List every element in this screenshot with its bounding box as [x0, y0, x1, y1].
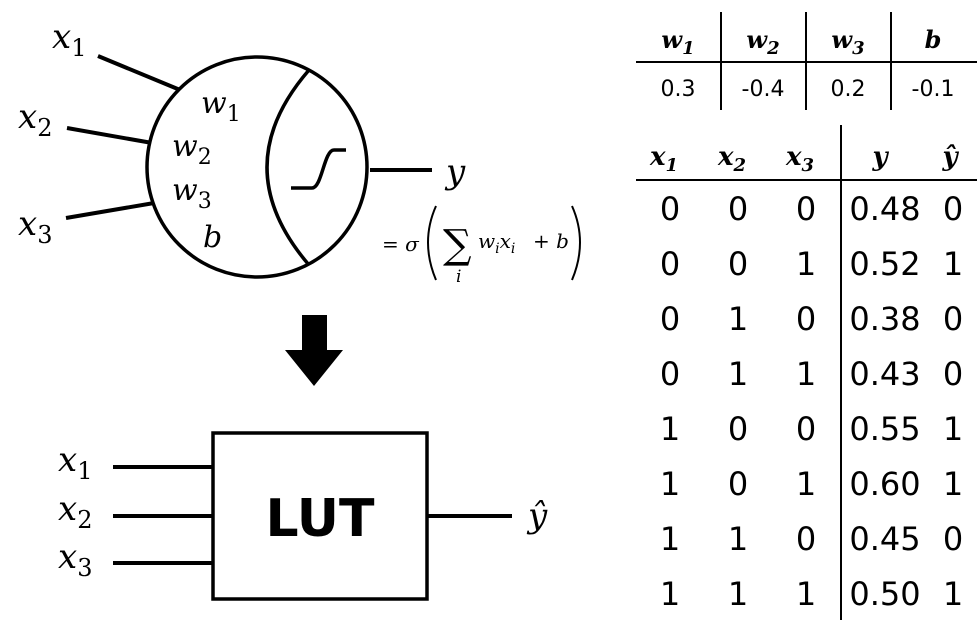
formula-left-paren [427, 205, 437, 281]
formula-prefix: = σ [382, 232, 420, 256]
truth-cell-yhat: 0 [943, 190, 963, 228]
table-row: 0 1 1 0.43 0 [660, 355, 963, 393]
lut-output-label: ŷ [526, 496, 548, 536]
weights-value-w1: 0.3 [661, 77, 696, 102]
truth-cell-y: 0.55 [849, 410, 920, 448]
input-line-x1 [97, 54, 186, 94]
truth-header-x2: x2 [717, 142, 746, 176]
table-row: 1 0 1 0.60 1 [660, 465, 963, 503]
truth-header-y: y [871, 142, 889, 172]
weights-table: w1 w2 w3 b 0.3 -0.4 0.2 -0.1 [636, 12, 977, 110]
truth-cell-y: 0.43 [849, 355, 920, 393]
truth-cell-x2: 0 [728, 245, 748, 283]
truth-cell-x2: 0 [728, 410, 748, 448]
weights-value-w2: -0.4 [742, 77, 785, 102]
neuron: x1 x2 x3 w1 w2 w3 b y = σ ∑ i wi [18, 17, 581, 287]
param-label-w2: w2 [172, 129, 212, 170]
sigmoid-icon [291, 148, 346, 190]
formula-tail: + b [533, 229, 569, 253]
truth-cell-x3: 1 [796, 465, 816, 503]
truth-cell-x2: 0 [728, 190, 748, 228]
truth-cell-y: 0.60 [849, 465, 920, 503]
table-row: 0 1 0 0.38 0 [660, 300, 963, 338]
table-row: 1 0 0 0.55 1 [660, 410, 963, 448]
truth-cell-x1: 0 [660, 300, 680, 338]
truth-cell-y: 0.45 [849, 520, 920, 558]
truth-cell-x3: 0 [796, 410, 816, 448]
weights-value-w3: 0.2 [831, 77, 866, 102]
truth-cell-x1: 0 [660, 245, 680, 283]
truth-cell-x3: 0 [796, 520, 816, 558]
lut-block: LUT x1 x2 x3 ŷ [58, 431, 548, 601]
neuron-input-label-2: x2 [18, 97, 52, 142]
neuron-output-label: y [444, 152, 466, 192]
truth-header-yhat: ŷ [941, 142, 959, 172]
param-label-w1: w1 [201, 86, 241, 127]
truth-cell-x2: 1 [728, 300, 748, 338]
weights-header-b: b [925, 25, 942, 54]
truth-cell-x1: 1 [660, 520, 680, 558]
truth-cell-x1: 0 [660, 190, 680, 228]
neuron-input-label-3: x3 [18, 204, 52, 249]
formula-right-paren [571, 205, 581, 281]
weights-header-w2: w2 [746, 25, 779, 59]
truth-cell-yhat: 1 [943, 465, 963, 503]
weights-value-b: -0.1 [912, 77, 955, 102]
down-arrow-icon [285, 315, 343, 386]
truth-cell-yhat: 0 [943, 520, 963, 558]
table-row: 1 1 1 0.50 1 [660, 575, 963, 613]
truth-cell-x3: 1 [796, 245, 816, 283]
param-label-b: b [203, 220, 222, 255]
truth-cell-x2: 1 [728, 355, 748, 393]
table-row: 0 0 1 0.52 1 [660, 245, 963, 283]
lut-input-label-1: x1 [58, 440, 92, 485]
neuron-input-label-1: x1 [52, 17, 86, 62]
truth-cell-y: 0.48 [849, 190, 920, 228]
truth-cell-x3: 0 [796, 190, 816, 228]
truth-cell-y: 0.38 [849, 300, 920, 338]
lut-label: LUT [266, 489, 376, 549]
truth-header-x3: x3 [785, 142, 814, 176]
weights-header-w1: w1 [661, 25, 694, 59]
lut-box [211, 431, 429, 601]
truth-cell-x3: 0 [796, 300, 816, 338]
truth-cell-yhat: 0 [943, 355, 963, 393]
formula-body: wixi [478, 229, 515, 257]
truth-cell-x1: 1 [660, 410, 680, 448]
truth-cell-x3: 1 [796, 355, 816, 393]
input-line-x3 [65, 200, 161, 220]
neuron-circle [145, 55, 369, 279]
table-row: 1 1 0 0.45 0 [660, 520, 963, 558]
truth-cell-yhat: 1 [943, 410, 963, 448]
truth-cell-x2: 1 [728, 575, 748, 613]
truth-cell-x1: 1 [660, 575, 680, 613]
truth-cell-x1: 0 [660, 355, 680, 393]
truth-cell-x1: 1 [660, 465, 680, 503]
truth-cell-yhat: 1 [943, 245, 963, 283]
truth-cell-x3: 1 [796, 575, 816, 613]
truth-cell-y: 0.52 [849, 245, 920, 283]
param-label-w3: w3 [172, 173, 212, 214]
table-row: 0 0 0 0.48 0 [660, 190, 963, 228]
formula-sum-index: i [456, 267, 461, 287]
input-line-x2 [66, 126, 159, 146]
weights-header-w3: w3 [831, 25, 864, 59]
neuron-formula: = σ ∑ i wixi + b [382, 205, 581, 287]
truth-header-x1: x1 [649, 142, 678, 176]
truth-cell-y: 0.50 [849, 575, 920, 613]
activation-divider [265, 68, 311, 267]
lut-input-label-2: x2 [58, 489, 92, 534]
lut-input-label-3: x3 [58, 537, 92, 582]
formula-sum-symbol: ∑ [443, 222, 472, 268]
truth-cell-x2: 0 [728, 465, 748, 503]
truth-cell-x2: 1 [728, 520, 748, 558]
truth-cell-yhat: 1 [943, 575, 963, 613]
truth-cell-yhat: 0 [943, 300, 963, 338]
